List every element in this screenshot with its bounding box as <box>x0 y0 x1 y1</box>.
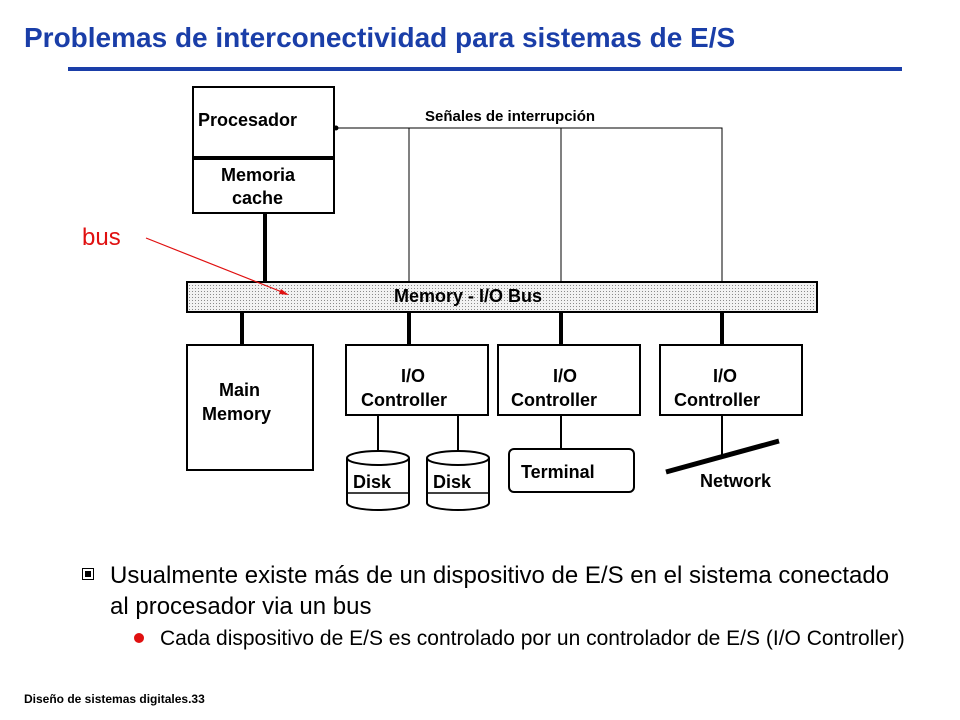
io-controller-1 <box>345 344 489 416</box>
slide-title: Problemas de interconectividad para sist… <box>24 22 736 53</box>
io-controller-3-line2: Controller <box>674 390 760 410</box>
processor-label: Procesador <box>198 110 297 130</box>
bus-label: Memory - I/O Bus <box>394 286 542 306</box>
bus-annotation-arrowhead <box>279 289 289 295</box>
network-label: Network <box>700 471 772 491</box>
io-controller-3-line1: I/O <box>713 366 737 386</box>
main-memory-line1: Main <box>219 380 260 400</box>
disk-1-label: Disk <box>353 472 392 492</box>
processor-box <box>192 86 335 214</box>
io-controller-2-line2: Controller <box>511 390 597 410</box>
io-controller-1-line2: Controller <box>361 390 447 410</box>
cache-label-line1: Memoria <box>221 165 296 185</box>
interrupt-label: Señales de interrupción <box>425 108 595 125</box>
title-underline <box>68 67 902 71</box>
network-cable <box>665 438 780 475</box>
bullet-item: Usualmente existe más de un dispositivo … <box>82 560 912 622</box>
sub-bullet-item: Cada dispositivo de E/S es controlado po… <box>134 624 912 653</box>
terminal-label: Terminal <box>521 462 595 482</box>
disk-2 <box>426 450 490 511</box>
bullet-list: Usualmente existe más de un dispositivo … <box>82 560 912 653</box>
io-controller-2-line1: I/O <box>553 366 577 386</box>
square-bullet-icon <box>82 568 94 580</box>
disk-2-label: Disk <box>433 472 472 492</box>
io-controller-3 <box>659 344 803 416</box>
memory-io-bus <box>186 281 818 313</box>
circle-bullet-icon <box>134 633 144 643</box>
interrupt-line <box>337 127 723 282</box>
cache-label-line2: cache <box>232 188 283 208</box>
sub-bullet-text: Cada dispositivo de E/S es controlado po… <box>160 627 905 650</box>
interrupt-arrow-dot <box>333 125 339 131</box>
bus-annotation: bus <box>82 224 121 251</box>
io-controller-2 <box>497 344 641 416</box>
terminal-box <box>508 448 635 493</box>
io-controller-1-line1: I/O <box>401 366 425 386</box>
bullet-text: Usualmente existe más de un dispositivo … <box>110 562 890 620</box>
disk-1 <box>346 450 410 511</box>
slide-footer: Diseño de sistemas digitales.33 <box>24 692 205 706</box>
bus-annotation-arrow <box>145 237 288 295</box>
io-diagram: Procesador Memoria cache Señales de inte… <box>82 86 818 511</box>
main-memory-line2: Memory <box>202 404 271 424</box>
main-memory-box <box>186 344 314 471</box>
